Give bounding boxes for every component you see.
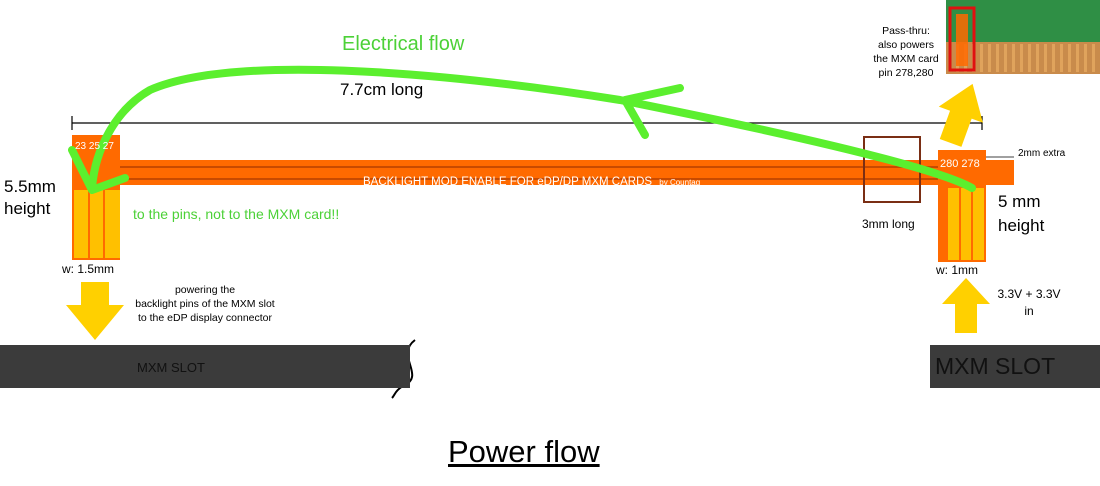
up-arrow-icon-top (938, 83, 983, 147)
left-pin-numbers: 23 25 27 (75, 141, 114, 152)
voltage-note: 3.3V + 3.3V in (997, 287, 1061, 318)
right-height-label: 5 mm height (998, 192, 1045, 235)
to-pins-note: to the pins, not to the MXM card!! (133, 206, 340, 222)
power-flow-title: Power flow (448, 434, 600, 469)
three-mm-label: 3mm long (862, 217, 915, 231)
flex-title-text: BACKLIGHT MOD ENABLE FOR eDP/DP MXM CARD… (363, 176, 653, 188)
width-left-label: w: 1.5mm (62, 262, 115, 276)
right-pad-connector (938, 150, 986, 262)
right-pin-numbers: 280 278 (940, 158, 980, 170)
mxm-slot-right: MXM SLOT (930, 345, 1100, 388)
mxm-slot-left-label: MXM SLOT (137, 360, 205, 375)
electrical-flow-label: Electrical flow (342, 33, 465, 55)
width-right-label: w: 1mm (936, 263, 978, 277)
length-dimension-line (71, 116, 983, 130)
passthru-note: Pass-thru: also powers the MXM card pin … (873, 25, 939, 79)
left-height-label: 5.5mm height (4, 177, 56, 218)
flex-cable-strip (72, 160, 1014, 185)
down-arrow-icon-left (66, 282, 124, 340)
powering-note: powering the backlight pins of the MXM s… (135, 284, 275, 324)
up-arrow-icon-right-body (942, 278, 990, 333)
flex-title: BACKLIGHT MOD ENABLE FOR eDP/DP MXM CARD… (363, 176, 700, 188)
length-label: 7.7cm long (340, 80, 424, 99)
pcb-photo (946, 0, 1100, 74)
mxm-slot-right-label: MXM SLOT (935, 353, 1056, 379)
two-mm-label: 2mm extra (1018, 148, 1066, 159)
mxm-slot-left: MXM SLOT (0, 345, 410, 388)
flex-by-text: by Countag (659, 178, 701, 187)
electrical-flow-arrow-icon (68, 65, 976, 194)
